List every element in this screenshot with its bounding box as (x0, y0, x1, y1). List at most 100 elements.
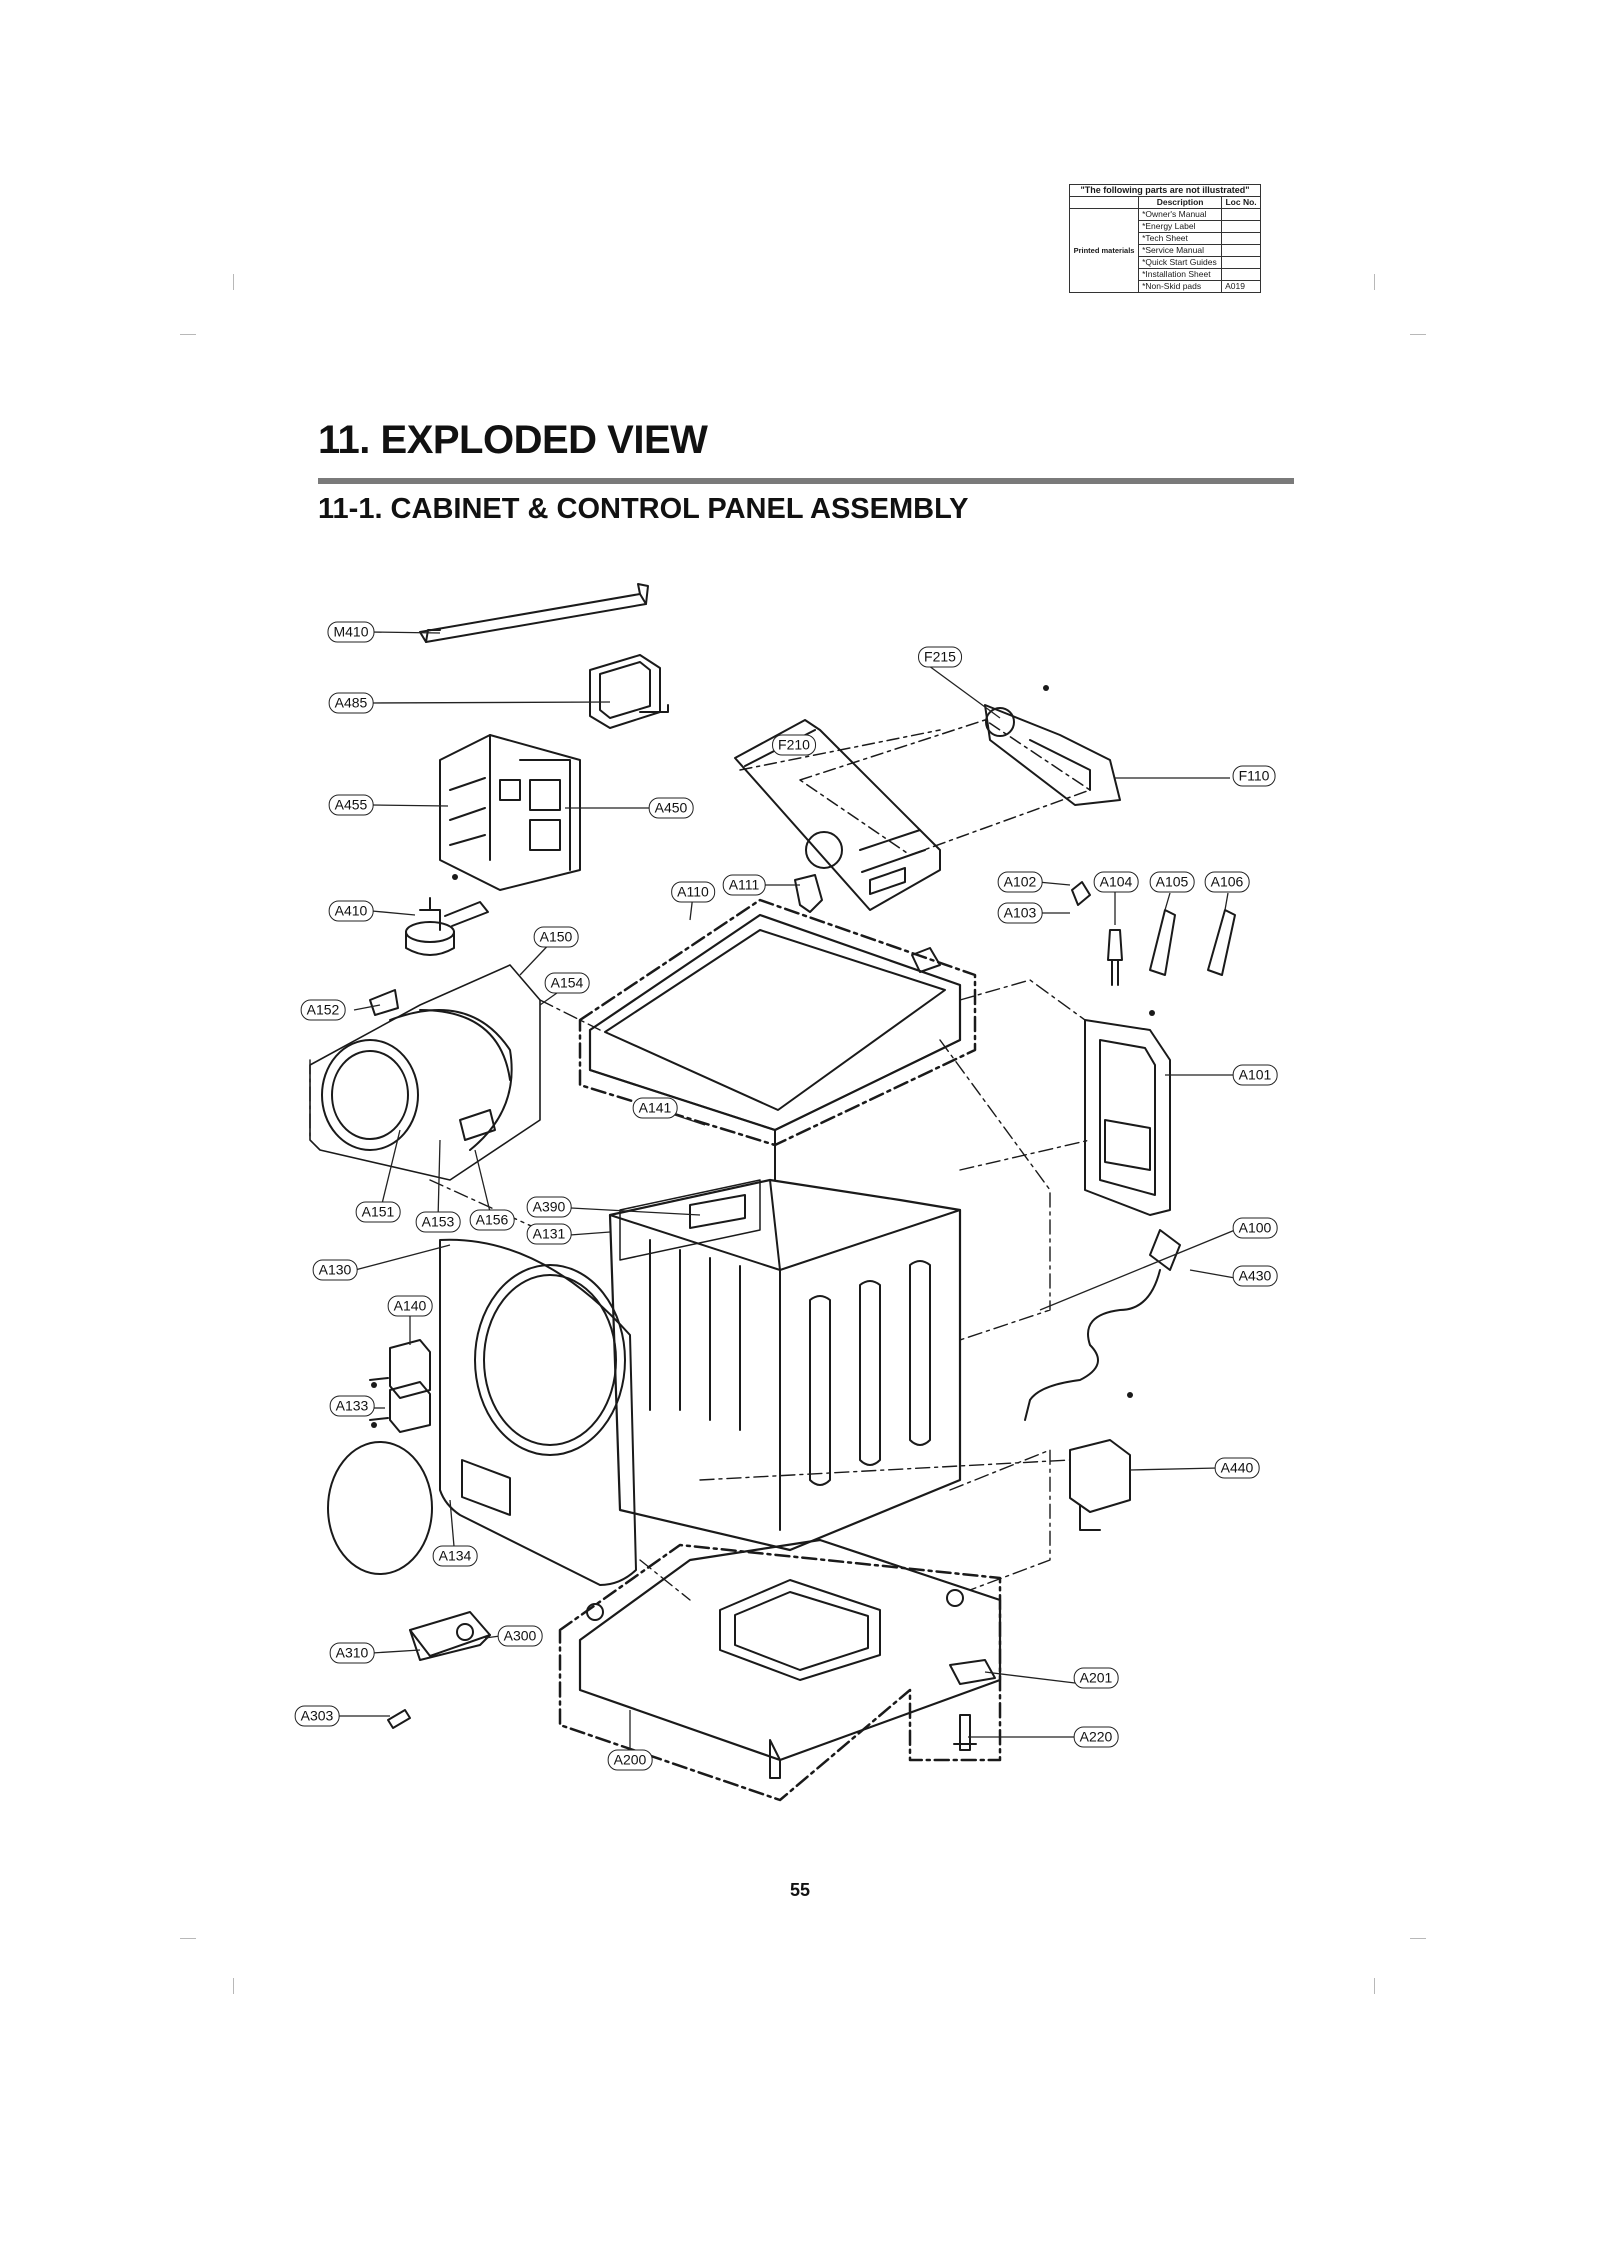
callout-a110[interactable]: A110 (671, 881, 715, 903)
callout-f210[interactable]: F210 (772, 734, 816, 756)
callout-f215[interactable]: F215 (918, 646, 962, 668)
bracket-part (794, 874, 823, 913)
row-loc: A019 (1221, 280, 1261, 293)
motor-part (405, 897, 489, 956)
row-description: *Energy Label (1138, 220, 1223, 233)
cabinet-body-part (608, 1178, 962, 1552)
top-plate-part (588, 913, 962, 1181)
row-description: *Non-Skid pads (1138, 280, 1223, 293)
row-description: *Installation Sheet (1138, 268, 1223, 281)
leveling-leg-part (949, 1659, 996, 1751)
crop-mark (1374, 1978, 1375, 1994)
row-loc (1221, 208, 1261, 221)
back-panel-part (1084, 1019, 1171, 1216)
control-panel-part (734, 719, 941, 911)
callout-a200[interactable]: A200 (607, 1749, 653, 1771)
callout-a410[interactable]: A410 (328, 900, 374, 922)
callout-a485[interactable]: A485 (328, 692, 374, 714)
crop-mark (1410, 334, 1426, 335)
display-assembly-part (589, 654, 669, 729)
callout-a105[interactable]: A105 (1149, 871, 1195, 893)
callout-a131[interactable]: A131 (526, 1223, 572, 1245)
callout-a106[interactable]: A106 (1204, 871, 1250, 893)
drawer-housing-part (309, 964, 541, 1181)
table-header: "The following parts are not illustrated… (1069, 184, 1261, 197)
table-row: *Installation Sheet (1070, 268, 1261, 281)
callout-a141[interactable]: A141 (632, 1097, 678, 1119)
control-board-part (984, 704, 1121, 806)
row-description: *Owner's Manual (1138, 208, 1223, 221)
callout-m410[interactable]: M410 (327, 621, 375, 643)
row-description: *Tech Sheet (1138, 232, 1223, 245)
callout-a104[interactable]: A104 (1093, 871, 1139, 893)
callout-a130[interactable]: A130 (312, 1259, 358, 1281)
callout-a111[interactable]: A111 (722, 874, 766, 896)
leader-lines (332, 631, 1236, 1760)
row-loc (1221, 256, 1261, 269)
group-label: Printed materials (1068, 208, 1140, 293)
noise-filter-part (1069, 1439, 1131, 1531)
callout-a150[interactable]: A150 (533, 926, 579, 948)
top-plate-guide (578, 898, 977, 1147)
callout-a430[interactable]: A430 (1232, 1265, 1278, 1287)
callout-a153[interactable]: A153 (415, 1211, 461, 1233)
assembly-guides (309, 979, 1091, 1601)
callout-a303[interactable]: A303 (294, 1705, 340, 1727)
page-number: 55 (789, 1880, 811, 1900)
inlet-valves-part (1107, 909, 1236, 986)
callout-a154[interactable]: A154 (544, 972, 590, 994)
callout-f110[interactable]: F110 (1232, 765, 1276, 787)
row-loc (1221, 220, 1261, 233)
callout-a440[interactable]: A440 (1214, 1457, 1260, 1479)
crop-mark (180, 334, 196, 335)
callout-a310[interactable]: A310 (329, 1642, 375, 1664)
callout-a450[interactable]: A450 (648, 797, 694, 819)
hinge-part (369, 1339, 431, 1433)
table-row: Printed materials *Owner's Manual (1068, 208, 1261, 293)
front-panel-part (439, 1238, 637, 1586)
callout-a300[interactable]: A300 (497, 1625, 543, 1647)
crop-mark (1410, 1938, 1426, 1939)
row-loc (1221, 268, 1261, 281)
callout-a103[interactable]: A103 (997, 902, 1043, 924)
callout-a134[interactable]: A134 (432, 1545, 478, 1567)
callout-a390[interactable]: A390 (526, 1196, 572, 1218)
callout-a220[interactable]: A220 (1073, 1726, 1119, 1748)
power-cord-part (1024, 1229, 1181, 1421)
callout-a100[interactable]: A100 (1232, 1217, 1278, 1239)
row-loc (1221, 244, 1261, 257)
table-row: *Non-Skid pads A019 (1070, 280, 1261, 293)
column-loc-no: Loc No. (1221, 196, 1261, 209)
callout-a102[interactable]: A102 (997, 871, 1043, 893)
door-ring-part (327, 1441, 433, 1575)
crop-mark (180, 1938, 196, 1939)
row-loc (1221, 232, 1261, 245)
top-bracket-part (419, 583, 649, 643)
not-illustrated-parts-table: "The following parts are not illustrated… (1068, 184, 1261, 293)
callout-a455[interactable]: A455 (328, 794, 374, 816)
callout-a133[interactable]: A133 (329, 1395, 375, 1417)
crop-mark (1374, 274, 1375, 290)
callout-a201[interactable]: A201 (1073, 1667, 1119, 1689)
callout-a156[interactable]: A156 (469, 1209, 515, 1231)
page-title: 11. EXPLODED VIEW (318, 418, 708, 462)
callout-a140[interactable]: A140 (387, 1295, 433, 1317)
callout-a101[interactable]: A101 (1232, 1064, 1278, 1086)
base-frame-part (578, 1538, 1002, 1779)
filter-cover-part (409, 1611, 491, 1661)
screw-part (387, 1709, 411, 1729)
screws (371, 685, 1155, 1428)
table-row: *Quick Start Guides (1070, 256, 1261, 269)
crop-mark (233, 274, 234, 290)
section-subtitle: 11-1. CABINET & CONTROL PANEL ASSEMBLY (318, 493, 969, 525)
row-description: *Quick Start Guides (1138, 256, 1223, 269)
main-pcb-part (439, 734, 581, 891)
column-description: Description (1138, 196, 1223, 209)
row-description: *Service Manual (1138, 244, 1223, 257)
table-row: *Tech Sheet (1070, 232, 1261, 245)
table-corner (1068, 196, 1140, 209)
callout-a152[interactable]: A152 (300, 999, 346, 1021)
crop-mark (233, 1978, 234, 1994)
callout-a151[interactable]: A151 (355, 1201, 401, 1223)
